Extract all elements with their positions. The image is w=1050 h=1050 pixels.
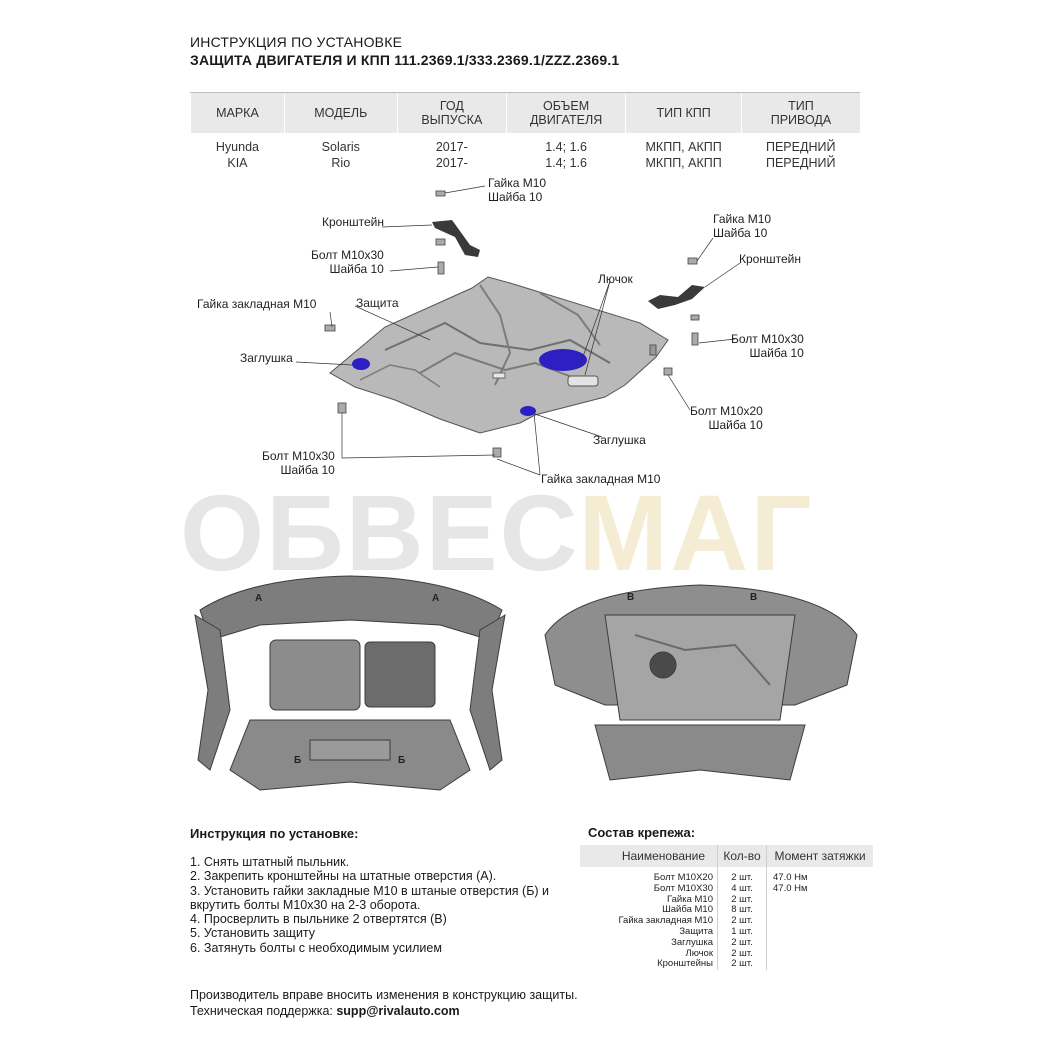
fasteners-header-row: Наименование Кол-во Момент затяжки (580, 845, 873, 867)
marker-v-right: В (750, 592, 758, 603)
spec-row: Hyunda Solaris 2017- 1.4; 1.6 МКПП, АКПП… (191, 133, 861, 155)
bracket-left-part (432, 220, 480, 257)
marker-b-left: Б (294, 755, 302, 766)
instructions-list: 1. Снять штатный пыльник. 2. Закрепить к… (190, 855, 549, 955)
exploded-diagram (295, 185, 741, 476)
spec-row: KIA Rio 2017- 1.4; 1.6 МКПП, АКПП ПЕРЕДН… (191, 155, 861, 171)
guard-plate (329, 276, 669, 434)
fasteners-header-qty: Кол-во (717, 845, 767, 867)
spec-cell: Solaris (321, 140, 360, 154)
leader-lines (295, 185, 741, 476)
instruction-step: 4. Просверлить в пыльнике 2 отвертятся (… (190, 912, 447, 927)
spec-cell: МКПП, АКПП (645, 140, 722, 154)
plug-bottom (520, 406, 536, 416)
spec-cell: Hyunda (215, 140, 259, 154)
table-top-rule (190, 92, 860, 93)
label-hatch: Лючок (598, 272, 633, 286)
watermark: ОБВЕСМАГ (180, 478, 813, 588)
support-email: supp@rivalauto.com (336, 1004, 460, 1018)
label-embedded-nut-left: Гайка закладная М10 (197, 297, 317, 311)
instruction-step: 2. Закрепить кронштейны на штатные отвер… (190, 869, 497, 884)
label-plug-left: Заглушка (240, 351, 293, 365)
spec-cell: ПЕРЕДНИЙ (765, 156, 836, 170)
fasteners-table: Наименование Кол-во Момент затяжки Болт … (580, 845, 873, 971)
instruction-step: 5. Установить защиту (190, 926, 316, 941)
doc-title: ИНСТРУКЦИЯ ПО УСТАНОВКЕ (190, 34, 403, 50)
label-guard: Защита (356, 296, 399, 310)
support-label: Техническая поддержка: (190, 1004, 337, 1018)
spec-cell: 1.4; 1.6 (545, 156, 587, 170)
label-bracket-right: Кронштейн (739, 252, 801, 266)
instruction-step: вкрутить болты М10х30 на 2-3 оборота. (190, 897, 421, 912)
fasteners-header-torque: Момент затяжки (766, 845, 873, 867)
marker-a-right: А (432, 593, 440, 604)
spec-cell: 2017- (435, 156, 468, 170)
label-embedded-nut-bottom: Гайка закладная М10 (541, 472, 661, 486)
footer-support: Техническая поддержка: supp@rivalauto.co… (190, 1004, 460, 1018)
spec-header-gearbox: ТИП КПП (625, 93, 742, 133)
instructions-title: Инструкция по установке: (190, 826, 359, 841)
spec-cell: Rio (331, 156, 351, 170)
bracket-right-part (648, 285, 705, 309)
photo-underbody-without-guard (194, 575, 506, 791)
fasteners-title: Состав крепежа: (588, 825, 696, 840)
marker-a-left: А (255, 593, 263, 604)
watermark-part2: МАГ (578, 472, 814, 593)
plug-left (352, 358, 370, 370)
photo-installed-guard (544, 584, 858, 781)
label-plug-bottom: Заглушка (593, 433, 646, 447)
hatch-plug-large (539, 349, 587, 371)
label-bracket-left: Кронштейн (322, 215, 384, 229)
marker-v-left: В (627, 592, 635, 603)
instruction-step: 3. Установить гайки закладные М10 в штан… (190, 883, 550, 898)
spec-cell: МКПП, АКПП (645, 156, 722, 170)
spec-cell: KIA (227, 156, 248, 170)
instruction-step: 1. Снять штатный пыльник. (190, 855, 350, 869)
watermark-part1: ОБВЕС (180, 472, 579, 593)
spec-header-brand: МАРКА (190, 93, 285, 133)
spec-cell: 1.4; 1.6 (545, 140, 587, 154)
marker-b-right: Б (398, 755, 406, 766)
instruction-step: 6. Затянуть болты с необходимым усилием (190, 940, 442, 955)
spec-header-model: МОДЕЛЬ (283, 93, 398, 133)
hatch-opening (567, 375, 599, 387)
doc-subtitle: ЗАЩИТА ДВИГАТЕЛЯ И КПП 111.2369.1/333.23… (190, 52, 620, 68)
fasteners-header-name: Наименование (580, 845, 718, 867)
footer-disclaimer: Производитель вправе вносить изменения в… (190, 988, 578, 1002)
spec-cell: ПЕРЕДНИЙ (765, 140, 836, 154)
spec-cell: 2017- (435, 140, 468, 154)
